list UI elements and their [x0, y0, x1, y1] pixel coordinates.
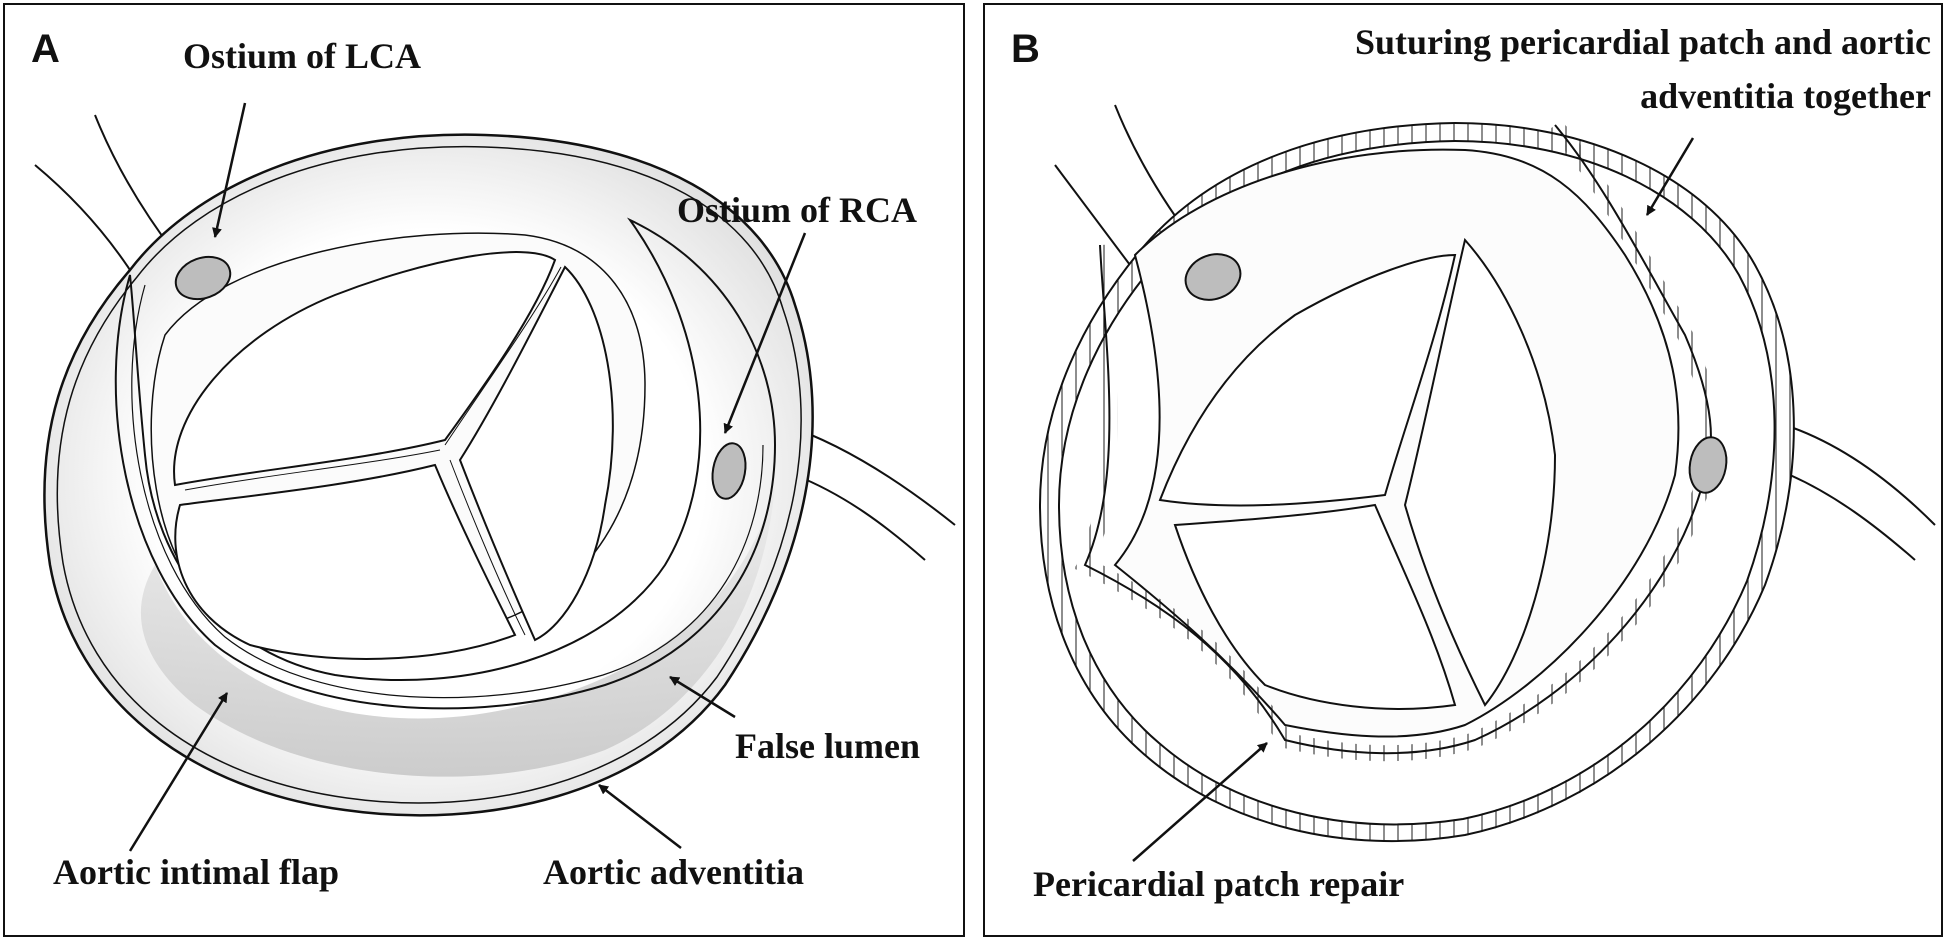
- panel-a-drawing: [34, 102, 956, 852]
- panel-a-letter: A: [31, 27, 60, 71]
- ostium-lca: [174, 255, 232, 301]
- ostium-lca-b: [1184, 253, 1242, 301]
- panel-a: A Ostium of LCA Ostium of RCA False lume…: [3, 3, 965, 937]
- panel-b-drawing: [1038, 104, 1936, 862]
- annotation-arrows: [128, 102, 807, 852]
- arrow-ostium-rca: [723, 232, 807, 434]
- label-ostium-lca: Ostium of LCA: [183, 36, 422, 76]
- label-ostium-rca: Ostium of RCA: [677, 190, 917, 230]
- arrow-patch-repair: [1132, 742, 1268, 862]
- panel-b: B Suturing pericardial patch and aortic …: [983, 3, 1943, 937]
- arrow-suturing: [1645, 137, 1695, 216]
- ostium-rca-b: [1688, 436, 1728, 494]
- arrow-adventitia: [598, 784, 682, 849]
- annotation-arrows-b: [1132, 137, 1695, 862]
- label-aortic-adventitia: Aortic adventitia: [543, 852, 804, 892]
- label-pericardial-patch-repair: Pericardial patch repair: [1033, 864, 1405, 904]
- panel-b-letter: B: [1011, 27, 1040, 71]
- ostium-rca: [711, 442, 747, 500]
- label-suturing-line1: Suturing pericardial patch and aortic: [1354, 22, 1931, 62]
- arrow-false-lumen: [669, 675, 736, 719]
- aortic-valve-cusps-b: [1158, 237, 1557, 710]
- aortic-valve-cusps: [173, 251, 614, 660]
- label-aortic-intimal-flap: Aortic intimal flap: [53, 852, 339, 892]
- arrow-ostium-lca: [212, 102, 247, 238]
- arrow-intimal-flap: [128, 692, 229, 852]
- false-lumen: [140, 485, 775, 777]
- label-suturing-line2: adventitia together: [1640, 76, 1931, 116]
- label-false-lumen: False lumen: [735, 726, 920, 766]
